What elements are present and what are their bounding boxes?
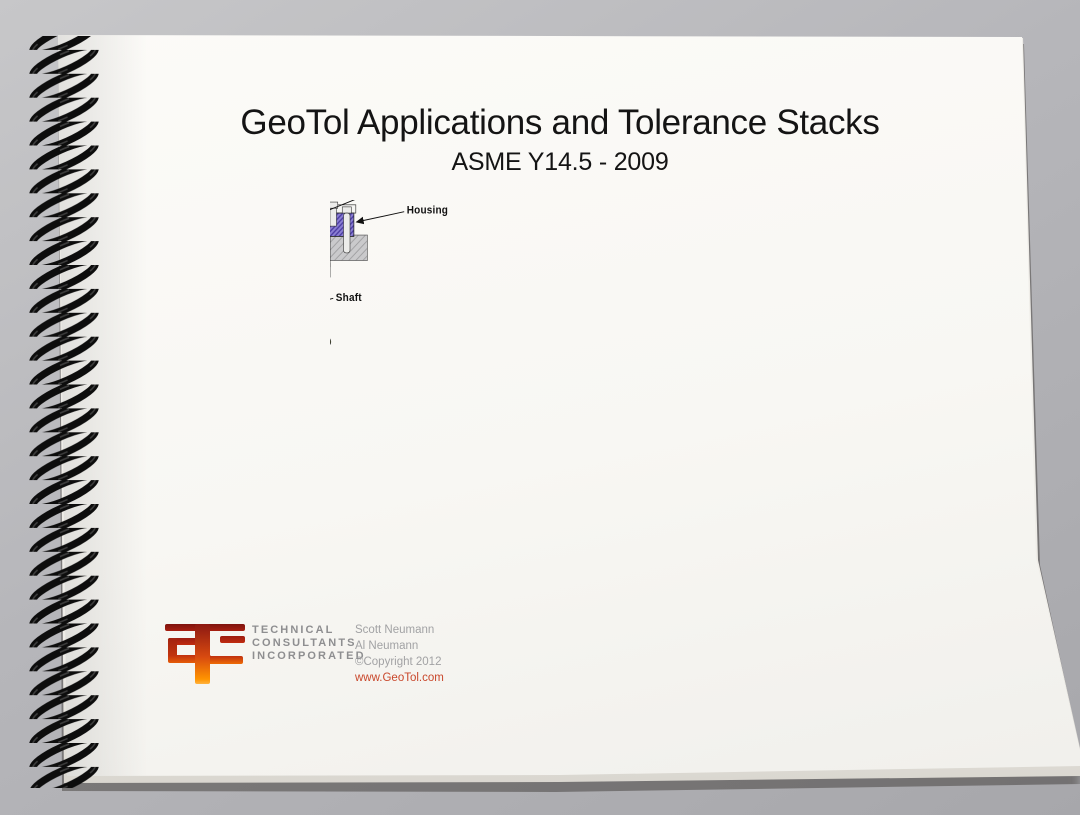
credit-line: ©Copyright 2012 [355,656,442,668]
propeller-part [330,323,332,356]
book-title: GeoTol Applications and Tolerance Stacks [240,103,880,142]
assembly-diagram: Motor Coupling Adaptor Locknut Upper Bea… [330,200,448,356]
company-line: INCORPORATED [252,650,366,662]
label-shaft: Shaft [336,293,362,304]
spiral-binding [22,36,114,788]
company-name: TECHNICAL CONSULTANTS INCORPORATED [252,624,366,663]
coil-loops [22,36,114,788]
logo-bar [195,624,210,684]
logo-bar [168,655,211,663]
logo-bar [168,638,177,662]
housing-part [330,212,355,268]
credit-line: Al Neumann [355,640,419,652]
leader-lines [330,200,405,310]
website-url: www.GeoTol.com [355,672,444,684]
book-subtitle: ASME Y14.5 - 2009 [451,148,669,176]
company-line: CONSULTANTS [252,637,357,649]
logo-bar [207,656,243,664]
credit-line: Scott Neumann [355,624,435,636]
logo-bar [168,638,204,645]
housing-bolts [330,201,339,227]
tci-logo [160,621,248,687]
label-housing: Housing [407,206,448,217]
plate-bolts [341,206,352,254]
credits: Scott Neumann Al Neumann ©Copyright 2012… [355,622,444,686]
title-block: GeoTol Applications and Tolerance Stacks… [190,103,930,177]
company-line: TECHNICAL [252,624,335,636]
logo-bar [220,636,245,643]
